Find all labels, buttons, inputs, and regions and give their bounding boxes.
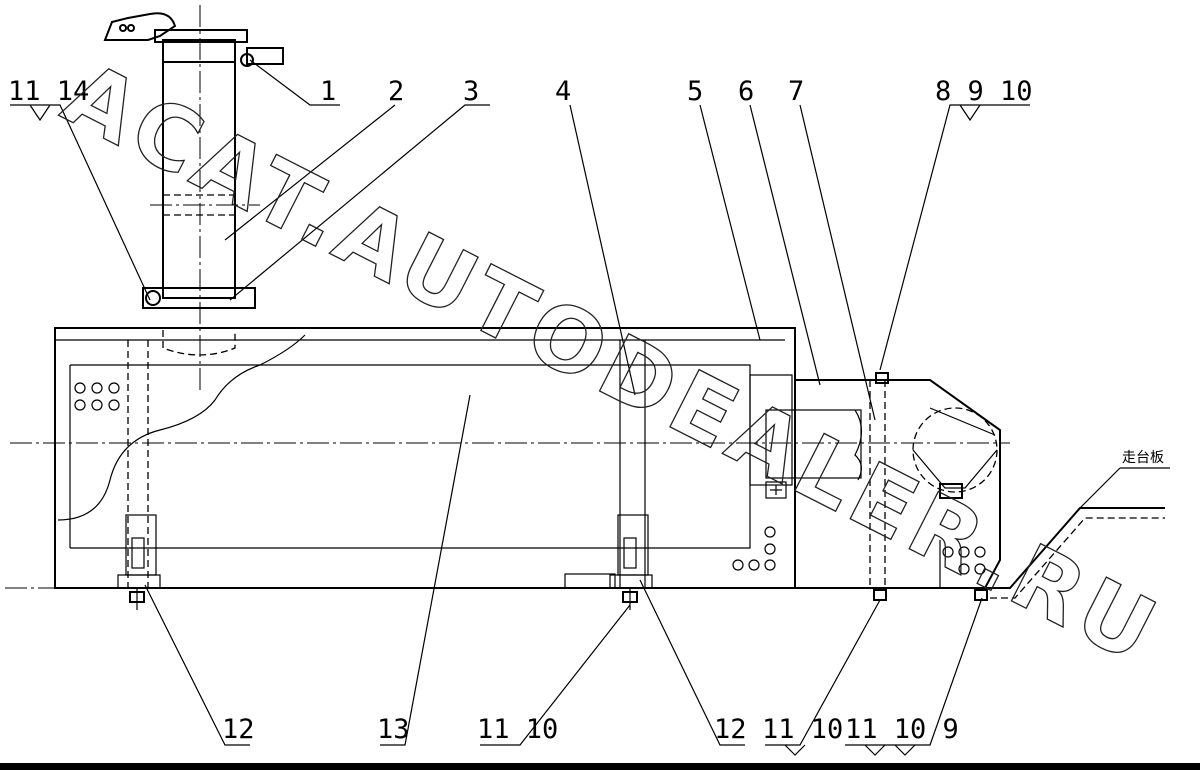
filler-neck [142,39,256,356]
callout-11-10-mid: 11 10 [477,714,558,745]
vent-hole-pattern-right [942,546,986,575]
callout-11-10-right: 11 10 [762,714,843,745]
callout-6: 6 [738,76,754,107]
leader-lines [10,59,1030,756]
clamp-bolt-icon [145,290,161,306]
callout-13: 13 [377,714,410,745]
bottom-border [0,763,1200,770]
callout-3: 3 [463,76,479,107]
walkway-plate [985,467,1170,599]
filler-cap [103,12,284,67]
callout-5: 5 [687,76,703,107]
callout-1: 1 [320,76,336,107]
callout-11-10-9: 11 10 9 [845,714,959,745]
walkway-label: 走台板 [1122,450,1164,466]
callout-12-left: 12 [222,714,255,745]
callout-8-9-10: 8 9 10 [935,76,1033,107]
callout-2: 2 [388,76,404,107]
callout-12-right: 12 [714,714,747,745]
strap-left [117,340,161,610]
vent-hole-pattern-left [74,382,120,411]
callout-11-14: 11 14 [8,76,89,107]
strap-right [609,340,653,610]
callout-numbers: 1 2 3 4 5 6 7 8 9 10 11 14 12 13 11 10 1… [8,76,1033,745]
callout-4: 4 [555,76,571,107]
vent-hole-pattern-mid [732,526,776,571]
callout-7: 7 [788,76,804,107]
pipe-clamp [912,407,998,499]
